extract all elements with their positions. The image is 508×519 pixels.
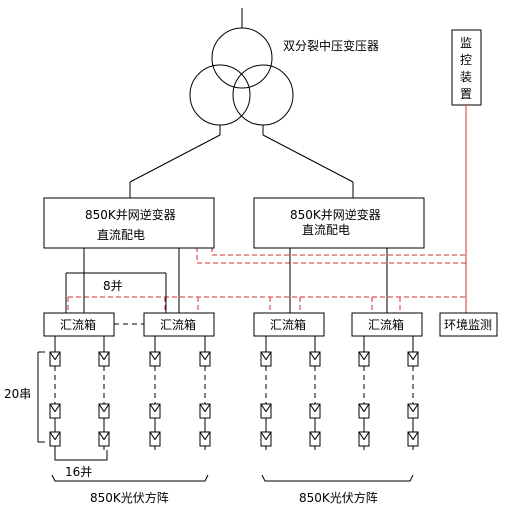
combiner-3-label: 汇流箱	[270, 317, 306, 332]
transformer-feeders	[129, 125, 354, 198]
pv-module-icon	[149, 431, 161, 447]
transformer-label: 双分裂中压变压器	[283, 38, 379, 53]
inverter-1: 850K并网逆变器 直流配电	[43, 197, 215, 249]
pv-module-icon	[260, 351, 272, 367]
pv-string-column	[358, 336, 370, 450]
pv-module-icon	[98, 431, 110, 447]
inverter-2: 850K并网逆变器 直流配电	[253, 197, 425, 249]
pv-string-column	[199, 336, 211, 450]
pv-module-icon	[260, 431, 272, 447]
pv-string-column	[309, 336, 321, 450]
combiner-2: 汇流箱	[143, 312, 215, 337]
array-2-label: 850K光伏方阵	[299, 490, 378, 505]
transformer: 双分裂中压变压器	[189, 8, 379, 126]
label-20-series: 20串	[4, 387, 31, 401]
parallel-bracket: 16并	[54, 450, 108, 479]
pv-string-column	[260, 336, 272, 450]
pv-module-icon	[199, 431, 211, 447]
inverter-2-dc-feeders	[289, 248, 388, 313]
monitor-char-4: 置	[460, 87, 472, 101]
pv-module-icon	[98, 403, 110, 419]
pv-module-icon	[98, 351, 110, 367]
pv-string-column	[98, 336, 110, 450]
series-bracket: 20串	[4, 351, 45, 443]
pv-module-icon	[358, 351, 370, 367]
pv-module-icon	[49, 431, 61, 447]
array-2-bracket: 850K光伏方阵	[261, 474, 414, 505]
monitor-char-1: 监	[460, 36, 472, 50]
pv-strings	[49, 336, 419, 450]
transformer-winding-right	[232, 64, 294, 126]
inverter-1-title: 850K并网逆变器	[85, 207, 176, 222]
pv-module-icon	[358, 431, 370, 447]
label-16-parallel: 16并	[65, 465, 92, 479]
pv-module-icon	[149, 351, 161, 367]
monitor-device: 监 控 装 置	[451, 29, 482, 106]
monitor-bus	[67, 105, 467, 313]
pv-module-icon	[49, 351, 61, 367]
pv-module-icon	[309, 351, 321, 367]
combiner-1-label: 汇流箱	[60, 317, 96, 332]
combiner-3: 汇流箱	[253, 312, 325, 337]
inverter-2-title: 850K并网逆变器	[290, 207, 381, 222]
combiner-4-label: 汇流箱	[368, 317, 404, 332]
pv-module-icon	[199, 403, 211, 419]
env-monitor: 环境监测	[439, 312, 498, 337]
monitor-char-2: 控	[460, 53, 472, 67]
inverter-1-subtitle: 直流配电	[97, 228, 145, 242]
pv-module-icon	[49, 403, 61, 419]
pv-string-column	[407, 336, 419, 450]
combiner-1: 汇流箱	[43, 312, 115, 337]
inverter-1-dc-feeders	[65, 248, 180, 313]
pv-module-icon	[199, 351, 211, 367]
pv-module-icon	[309, 431, 321, 447]
inverter-2-subtitle: 直流配电	[302, 223, 350, 237]
pv-module-icon	[407, 431, 419, 447]
pv-string-column	[149, 336, 161, 450]
pv-module-icon	[260, 403, 272, 419]
combiner-2-label: 汇流箱	[160, 317, 196, 332]
label-8-parallel: 8并	[103, 279, 123, 293]
transformer-winding-primary	[211, 27, 273, 89]
monitor-char-3: 装	[460, 70, 472, 84]
combiner-4: 汇流箱	[351, 312, 423, 337]
pv-module-icon	[407, 403, 419, 419]
pv-module-icon	[358, 403, 370, 419]
pv-module-icon	[407, 351, 419, 367]
pv-module-icon	[309, 403, 321, 419]
array-1-label: 850K光伏方阵	[90, 490, 169, 505]
pv-string-column	[49, 336, 61, 450]
pv-module-icon	[149, 403, 161, 419]
env-monitor-label: 环境监测	[444, 317, 492, 332]
array-1-bracket: 850K光伏方阵	[51, 474, 209, 505]
